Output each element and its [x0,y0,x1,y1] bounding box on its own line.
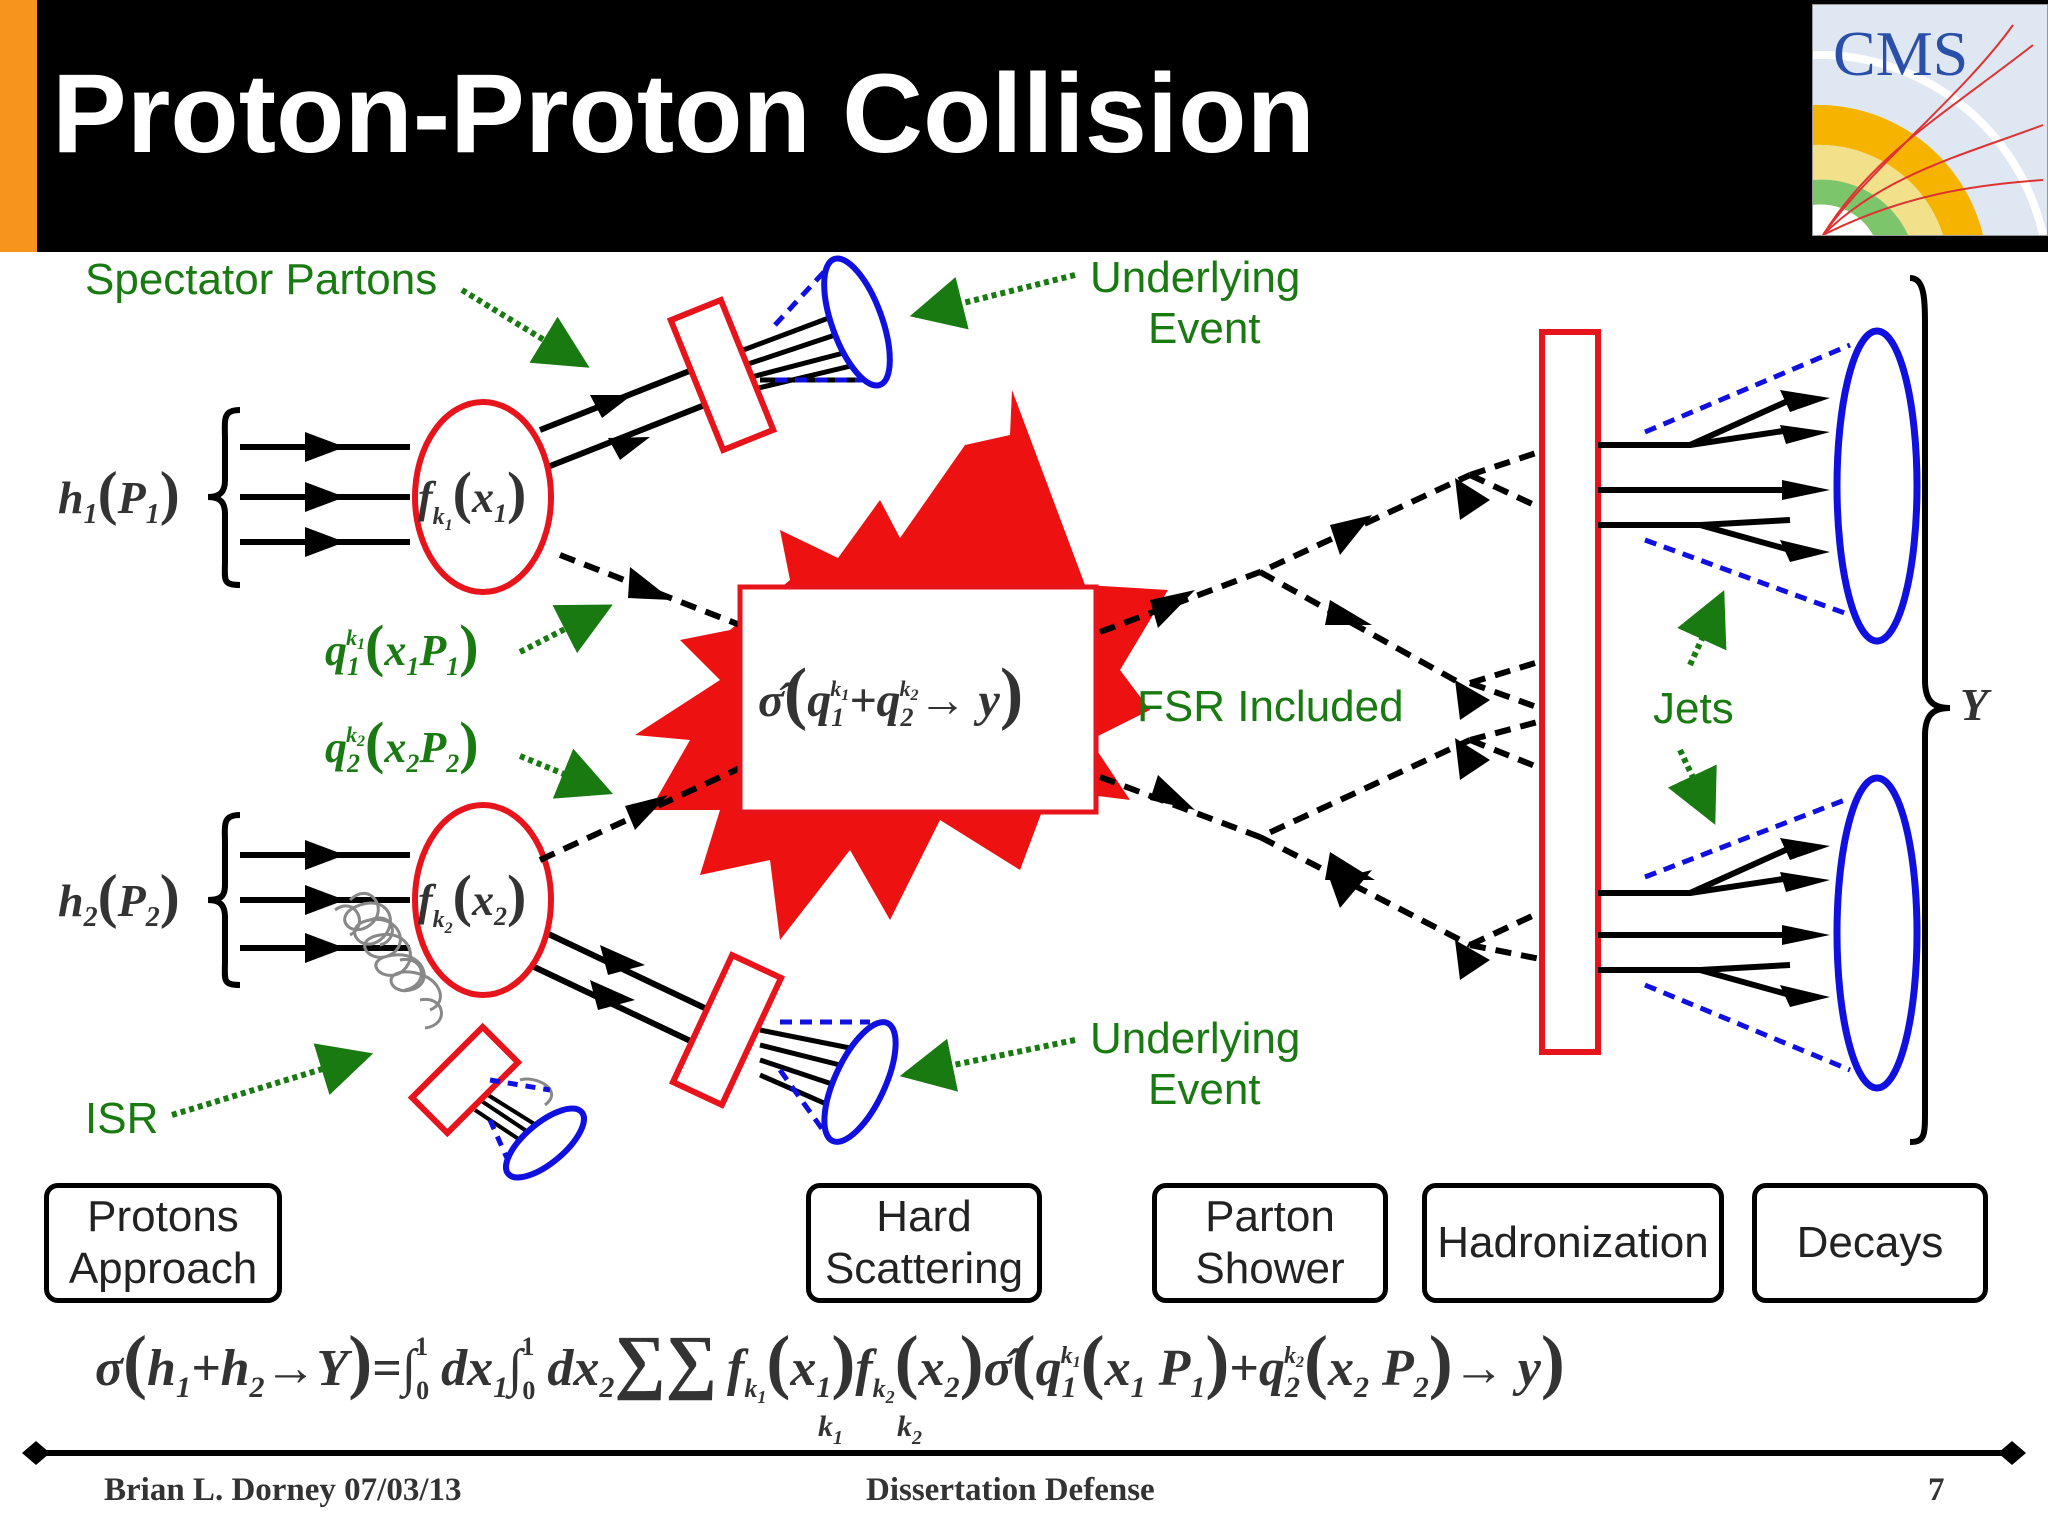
brace-h1 [207,407,241,588]
proton-arrowheads [305,432,345,963]
jets-label: Jets [1653,684,1734,733]
title-bar: Proton-Proton Collision CMS [0,0,2048,252]
ue-cone-bottom [821,1019,899,1145]
svg-text:CMS: CMS [1833,18,1968,89]
jet-cone-top [1833,327,1921,645]
arrowhead [625,795,668,830]
label-arrows [171,272,1727,1118]
svg-text:h1(P1): h1(P1) [58,460,180,530]
y-final-label: Y [1960,679,1992,730]
remnant-box-top [666,296,778,454]
ue-bot-label-1: Underlying [1090,1014,1300,1063]
ue-cone-top [821,255,893,389]
isr-remnant-box [407,1022,523,1138]
spectator-lines-bottom [528,927,732,1058]
hadronization-bar [1539,329,1601,1055]
jet-dashes [1644,342,1851,1073]
arrowhead [628,567,672,600]
fsr-arrowheads [1150,478,1490,980]
jet-arrowheads [1780,390,1830,1007]
footer-author: Brian L. Dorney 07/03/13 [104,1472,462,1508]
math-labels: h1(P1) h2(P2) fk1(x1) fk2(x2) σ̂(q1k1+q2… [58,460,1023,937]
jet-fans [1598,397,1800,998]
stage-label: Shower [1195,1244,1345,1293]
stage-label: Hadronization [1437,1218,1709,1267]
stage-label: Protons [87,1192,239,1241]
cross-section-formula: σ(h1+h2→Y)=∫01 dx1∫01 dx2∑∑fk1(x1)fk2(x2… [95,1321,1565,1449]
proton-1-partons [240,444,410,951]
stage-hadronization: Hadronization [1422,1183,1724,1303]
jet-cone-bottom [1833,774,1921,1092]
stage-label: Parton [1205,1192,1335,1241]
stage-decays: Decays [1752,1183,1988,1303]
fsr-label: FSR Included [1137,682,1404,731]
isr-gluon [334,891,554,1107]
stage-label: Scattering [824,1244,1024,1293]
svg-text:h2(P2): h2(P2) [58,863,180,933]
ue-bot-dashes [777,1019,870,1142]
arrowhead [600,945,645,975]
isr-cone [503,1105,587,1181]
brace-y [1909,275,1951,1145]
svg-text:k2: k2 [897,1410,922,1449]
svg-text:k1: k1 [818,1410,843,1449]
stage-label: Approach [68,1244,258,1293]
pdf-ellipse-2 [412,802,554,998]
ue-top-label-2: Event [1148,304,1261,353]
page-title: Proton-Proton Collision [52,51,1315,176]
page-number: 7 [1928,1472,1945,1508]
arrowhead [590,980,635,1010]
svg-text:q1k1(x1P1): q1k1(x1P1) [325,613,479,681]
title-accent [0,0,37,252]
footer-divider [30,1450,2020,1456]
svg-text:q2k2(x2P2): q2k2(x2P2) [325,710,479,778]
footer-event: Dissertation Defense [866,1472,1155,1508]
hard-scatter-box [737,584,1099,815]
green-math-labels: q1k1(x1P1) q2k2(x2P2) [325,613,479,778]
ue-top-label-1: Underlying [1090,253,1300,302]
ue-bot-label-2: Event [1148,1065,1261,1114]
arrowhead [590,395,632,418]
spectator-label: Spectator Partons [85,255,437,304]
remnant-box-bottom [668,951,786,1109]
stage-label: Decays [1796,1218,1944,1267]
arrowhead [608,437,650,460]
brace-h2 [207,812,241,988]
stage-label: Hard [876,1192,972,1241]
pdf-ellipse-1 [412,399,554,595]
svg-text:σ(h1+h2→Y)=∫01 dx1∫01 dx2∑∑fk1: σ(h1+h2→Y)=∫01 dx1∫01 dx2∑∑fk1(x1)fk2(x2… [95,1321,1565,1407]
isr-label: ISR [85,1094,158,1143]
